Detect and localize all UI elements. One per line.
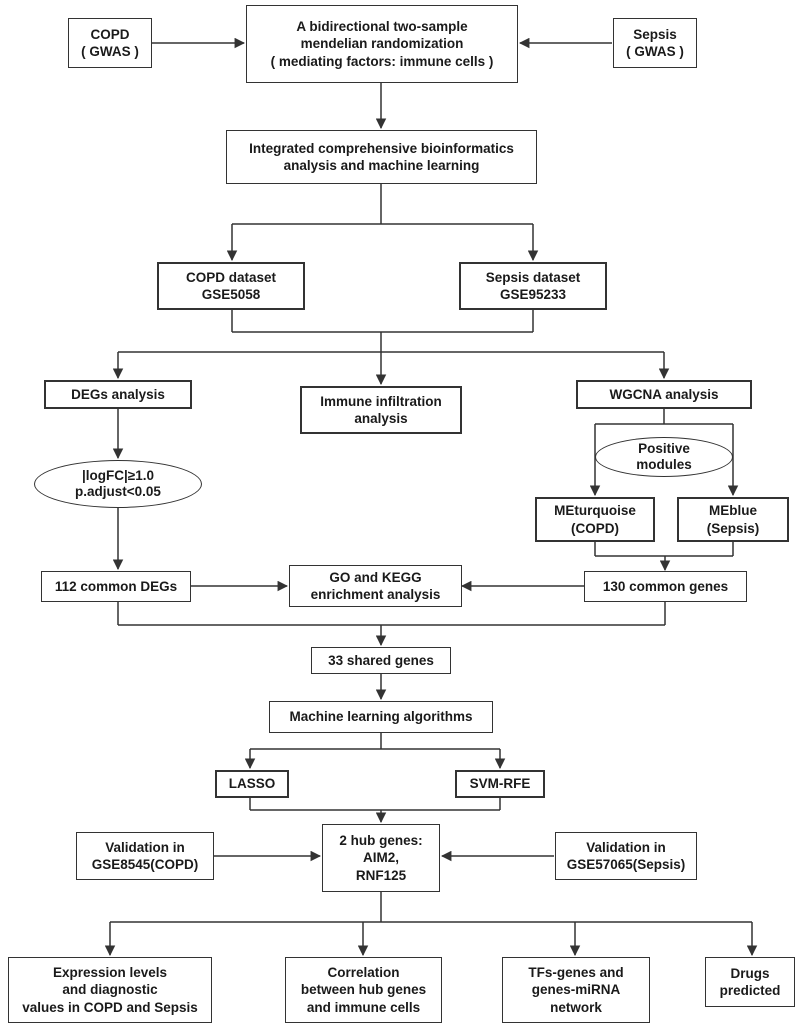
common-genes-box-line-1: 130 common genes: [602, 578, 729, 594]
common-degs-box-line-1: 112 common DEGs: [54, 578, 178, 594]
validation-sepsis-box-line-1: Validation in: [586, 839, 666, 855]
meblue-box: MEblue(Sepsis): [677, 497, 789, 542]
meblue-box-line-2: (Sepsis): [706, 520, 760, 536]
copd-gwas-box: COPD ( GWAS ): [68, 18, 152, 68]
mendelian-randomization-box-line-2: mendelian randomization: [300, 36, 464, 52]
validation-sepsis-box: Validation in GSE57065(Sepsis): [555, 832, 697, 880]
expression-levels-box-line-2: and diagnostic: [62, 982, 158, 998]
expression-levels-box-line-3: values in COPD and Sepsis: [22, 999, 198, 1015]
copd-dataset-box-line-2: GSE5058: [201, 287, 261, 302]
expression-levels-box-line-1: Expression levels: [52, 965, 168, 981]
correlation-box-line-1: Correlation: [327, 965, 400, 981]
mendelian-randomization-box-line-3: ( mediating factors: immune cells ): [270, 53, 494, 69]
sepsis-gwas-box-line-2: ( GWAS ): [626, 44, 684, 59]
positive-modules-oval-line-2: modules: [636, 457, 692, 472]
correlation-box-line-2: between hub genes: [300, 982, 427, 998]
shared-genes-box-line-1: 33 shared genes: [328, 652, 434, 668]
machine-learning-box-line-1: Machine learning algorithms: [289, 709, 473, 725]
tfs-network-box-line-2: genes-miRNA: [531, 982, 621, 998]
go-kegg-box: GO and KEGG enrichment analysis: [289, 565, 462, 607]
lasso-box-line-1: LASSO: [228, 776, 276, 792]
integrated-analysis-box: Integrated comprehensive bioinformatics a…: [226, 130, 537, 184]
integrated-analysis-box-line-2: analysis and machine learning: [283, 158, 480, 173]
meturquoise-box-line-1: MEturquoise: [554, 503, 636, 519]
validation-copd-box: Validation in GSE8545(COPD): [76, 832, 214, 880]
validation-copd-box-line-1: Validation in: [105, 839, 185, 855]
degs-analysis-box: DEGs analysis: [44, 380, 192, 409]
tfs-network-box-line-3: network: [550, 999, 602, 1015]
hub-genes-box-line-3: RNF125: [355, 867, 407, 883]
go-kegg-box-line-1: GO and KEGG: [329, 569, 422, 585]
positive-modules-oval-line-1: Positive: [638, 440, 690, 456]
copd-gwas-box-line-1: COPD: [90, 26, 130, 42]
immune-infiltration-box-line-1: Immune infiltration: [320, 393, 442, 409]
degs-analysis-box-line-1: DEGs analysis: [71, 386, 165, 402]
shared-genes-box: 33 shared genes: [311, 647, 451, 674]
logfc-criteria-oval-line-1: |logFC|≥1.0: [82, 467, 154, 483]
tfs-network-box-line-1: TFs-genes and: [528, 965, 624, 981]
hub-genes-box-line-1: 2 hub genes:: [339, 833, 423, 849]
sepsis-dataset-box-line-1: Sepsis dataset: [485, 269, 581, 285]
mendelian-randomization-box-line-1: A bidirectional two-sample: [296, 19, 468, 35]
copd-gwas-box-line-2: ( GWAS ): [81, 44, 139, 59]
integrated-analysis-box-line-1: Integrated comprehensive bioinformatics: [249, 140, 514, 156]
go-kegg-box-line-2: enrichment analysis: [310, 587, 441, 602]
meturquoise-box-line-2: (COPD): [571, 520, 619, 536]
immune-infiltration-box-line-2: analysis: [354, 411, 408, 426]
wgcna-analysis-box: WGCNA analysis: [576, 380, 752, 409]
common-genes-box: 130 common genes: [584, 571, 747, 602]
machine-learning-box: Machine learning algorithms: [269, 701, 493, 733]
copd-dataset-box-line-1: COPD dataset: [185, 269, 277, 285]
sepsis-gwas-box-line-1: Sepsis: [633, 26, 677, 42]
immune-infiltration-box: Immune infiltration analysis: [300, 386, 462, 434]
hub-genes-box: 2 hub genes:AIM2,RNF125: [322, 824, 440, 892]
common-degs-box: 112 common DEGs: [41, 571, 191, 602]
drugs-predicted-box-line-1: Drugs: [730, 965, 770, 981]
validation-copd-box-line-2: GSE8545(COPD): [91, 857, 199, 872]
lasso-box: LASSO: [215, 770, 289, 798]
logfc-criteria-oval-line-2: p.adjust<0.05: [75, 484, 161, 499]
svm-rfe-box: SVM-RFE: [455, 770, 545, 798]
hub-genes-box-line-2: AIM2,: [362, 850, 399, 866]
drugs-predicted-box: Drugs predicted: [705, 957, 795, 1007]
drugs-predicted-box-line-2: predicted: [719, 983, 781, 998]
svm-rfe-box-line-1: SVM-RFE: [469, 776, 531, 792]
meturquoise-box: MEturquoise(COPD): [535, 497, 655, 542]
validation-sepsis-box-line-2: GSE57065(Sepsis): [566, 857, 686, 872]
sepsis-gwas-box: Sepsis ( GWAS ): [613, 18, 697, 68]
sepsis-dataset-box-line-2: GSE95233: [499, 287, 567, 302]
meblue-box-line-1: MEblue: [708, 503, 757, 519]
wgcna-analysis-box-line-1: WGCNA analysis: [609, 386, 719, 402]
correlation-box-line-3: and immune cells: [306, 999, 421, 1015]
